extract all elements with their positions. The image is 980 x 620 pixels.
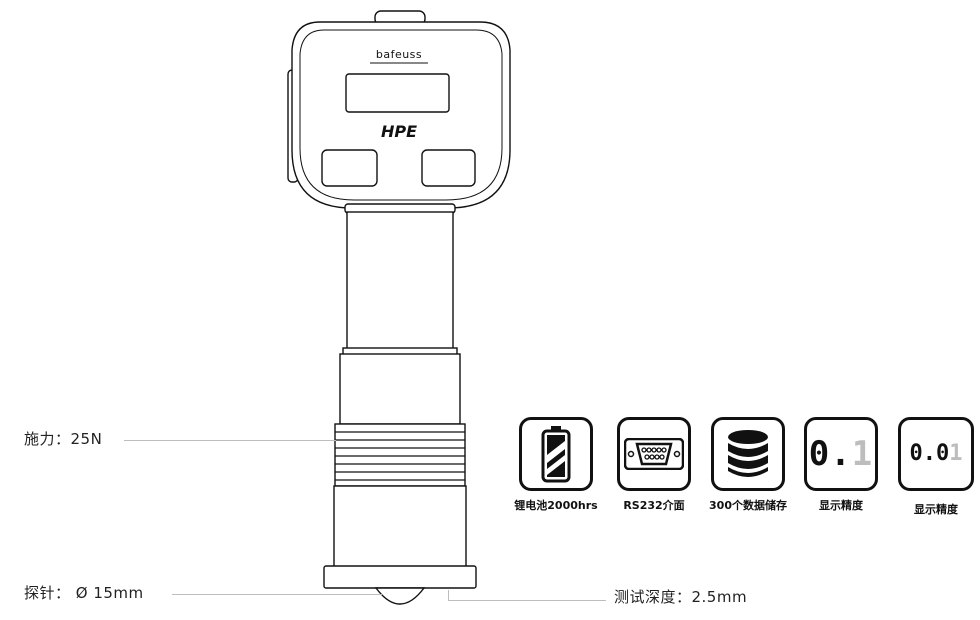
display-precision-icon: 0.01: [909, 441, 963, 466]
feature-precision-1-tile: 0.1: [804, 417, 878, 491]
lcd-screen: [345, 73, 450, 113]
battery-icon: [541, 426, 571, 483]
feature-rs232-caption: RS232介面: [623, 499, 685, 512]
spec-probe-leader: [172, 594, 382, 595]
spec-depth-leader-drop: [448, 590, 449, 600]
serial-port-icon: [624, 438, 684, 470]
upper-tube: [346, 211, 454, 353]
hardness-tester-illustration: [287, 10, 511, 605]
feature-rs232-tile: [617, 417, 691, 491]
lower-sleeve: [333, 485, 467, 569]
feature-rs232: RS232介面: [604, 417, 704, 511]
spec-force-leader: [124, 440, 336, 441]
feature-precision-2-caption: 显示精度: [914, 503, 958, 516]
probe-tip: [374, 587, 426, 605]
database-icon: [728, 430, 768, 477]
feature-precision-2-tile: 0.01: [898, 417, 974, 491]
spec-depth-label: 测试深度：2.5mm: [614, 588, 748, 606]
feature-battery-tile: [519, 417, 593, 491]
model-name: HPE: [380, 122, 418, 141]
feature-precision-1-caption: 显示精度: [819, 499, 863, 512]
spec-depth-leader: [448, 600, 606, 601]
feature-precision-1: 0.1 显示精度: [796, 417, 886, 511]
feature-precision-2: 0.01 显示精度: [893, 417, 979, 515]
right-button: [421, 149, 476, 187]
head-inner-bezel: [299, 29, 503, 201]
feature-battery-caption: 锂电池2000hrs: [514, 499, 598, 512]
brand-logo: bafeuss: [375, 48, 423, 61]
spec-probe-label: 探针： Ø 15mm: [24, 584, 144, 602]
feature-storage: 300个数据储存: [698, 417, 798, 511]
mid-sleeve: [339, 353, 461, 425]
spec-force-label: 施力：25N: [24, 430, 103, 448]
feature-battery: 锂电池2000hrs: [506, 417, 606, 511]
knurled-grip: [334, 423, 466, 487]
display-precision-icon: 0.1: [808, 434, 874, 474]
feature-storage-caption: 300个数据储存: [709, 499, 787, 512]
feature-storage-tile: [711, 417, 785, 491]
left-button: [321, 149, 378, 187]
base-flange: [323, 565, 477, 589]
